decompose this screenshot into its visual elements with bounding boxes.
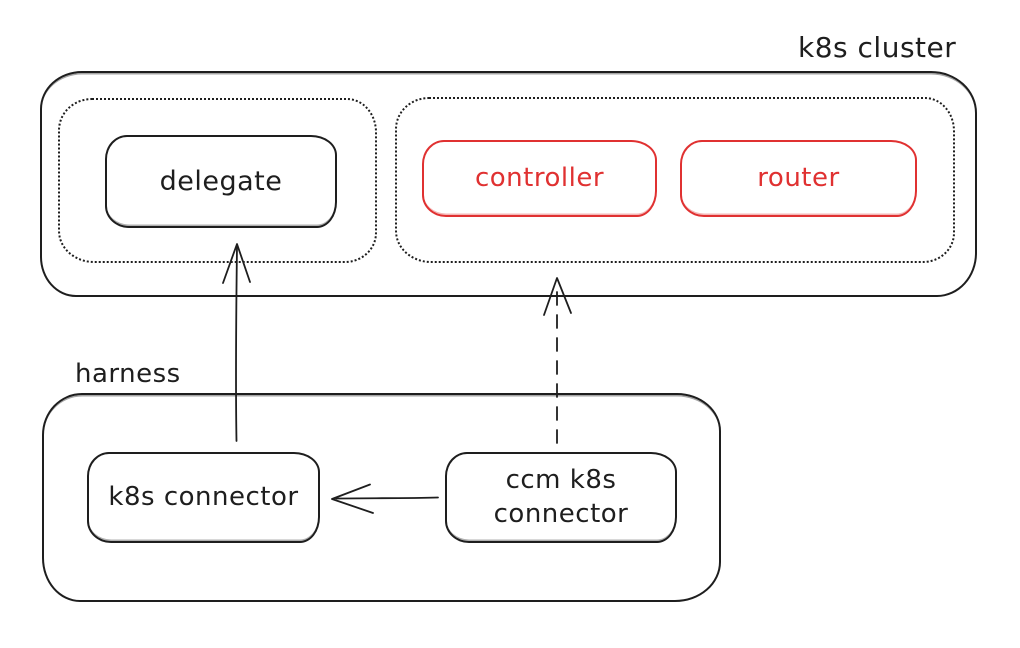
router-node: router [680, 140, 917, 217]
harness-container [42, 393, 721, 602]
delegate-group [58, 98, 377, 263]
k8s-connector-label: k8s connector [108, 481, 299, 512]
harness-label: harness [75, 359, 181, 389]
controller-node: controller [422, 140, 657, 217]
controller-router-group [395, 97, 955, 263]
ccm-k8s-connector-node: ccm k8s connector [445, 452, 677, 543]
ccm-k8s-connector-label: ccm k8s connector [493, 464, 629, 529]
delegate-node: delegate [105, 135, 337, 228]
k8s-cluster-container [40, 71, 977, 297]
k8s-cluster-label: k8s cluster [798, 31, 957, 64]
delegate-label: delegate [159, 165, 283, 197]
controller-label: controller [474, 162, 605, 193]
k8s-connector-node: k8s connector [87, 452, 320, 543]
router-label: router [757, 162, 840, 193]
